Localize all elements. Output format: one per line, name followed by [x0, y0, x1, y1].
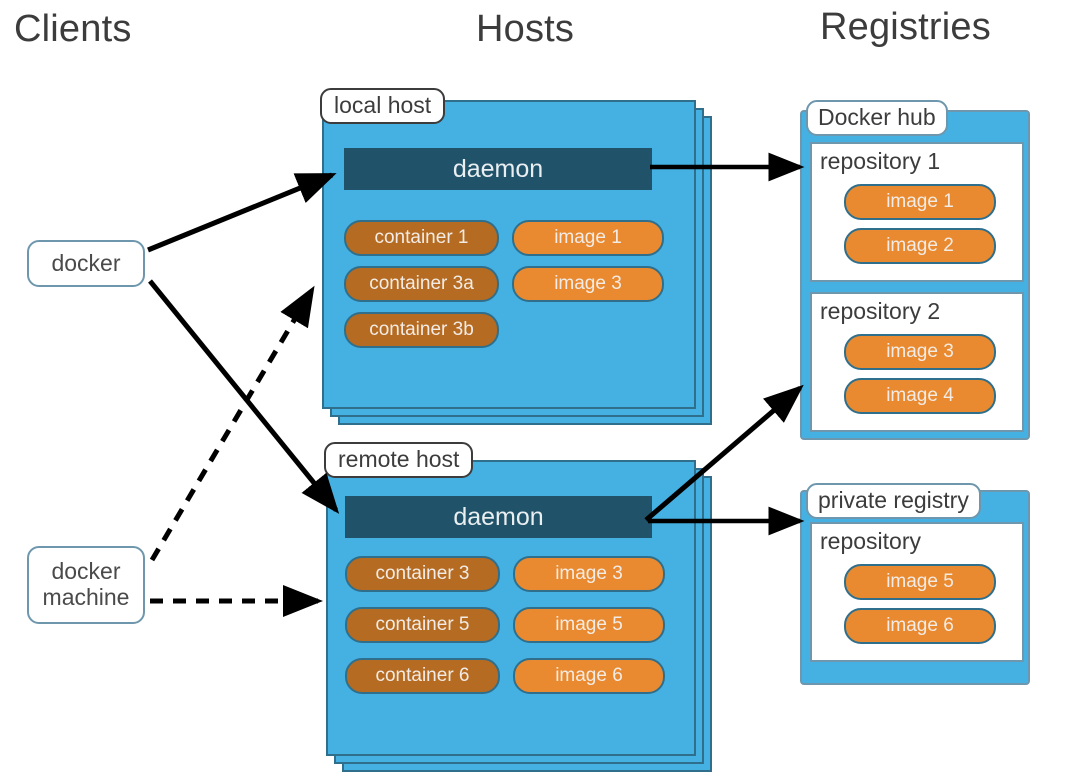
daemon-bar-local[interactable]: daemon	[344, 148, 652, 190]
image-pill[interactable]: image 4	[844, 378, 996, 414]
registry-label-private: private registry	[806, 483, 981, 520]
repository-box[interactable]: repository 2 image 3 image 4	[810, 292, 1024, 432]
image-pill[interactable]: image 6	[513, 658, 665, 694]
image-pill[interactable]: image 6	[844, 608, 996, 644]
container-pill[interactable]: container 6	[345, 658, 500, 694]
client-node-docker-machine[interactable]: docker machine	[27, 546, 145, 624]
image-pill[interactable]: image 1	[512, 220, 664, 256]
repository-title: repository 2	[820, 298, 941, 324]
client-node-docker[interactable]: docker	[27, 240, 145, 287]
container-pill[interactable]: container 1	[344, 220, 499, 256]
container-pill[interactable]: container 3b	[344, 312, 499, 348]
registry-label-docker-hub: Docker hub	[806, 100, 948, 137]
container-pill[interactable]: container 3	[345, 556, 500, 592]
daemon-bar-remote[interactable]: daemon	[345, 496, 652, 538]
arrow-docker-to-remote-daemon	[148, 279, 340, 514]
image-pill[interactable]: image 3	[513, 556, 665, 592]
host-label-local: local host	[320, 88, 446, 125]
repository-title: repository 1	[820, 148, 941, 174]
host-stack-local: daemon container 1 container 3a containe…	[320, 88, 712, 425]
host-stack-remote: daemon container 3 container 5 container…	[324, 442, 721, 772]
container-pill[interactable]: container 3a	[344, 266, 499, 302]
image-pill[interactable]: image 3	[844, 334, 996, 370]
container-pill[interactable]: container 5	[345, 607, 500, 643]
column-header-hosts: Hosts	[476, 8, 575, 50]
repository-box[interactable]: repository 1 image 1 image 2	[810, 142, 1024, 282]
host-label-remote: remote host	[324, 442, 474, 479]
arrow-docker-to-local-daemon	[147, 172, 337, 253]
column-header-registries: Registries	[820, 6, 991, 48]
image-pill[interactable]: image 5	[844, 564, 996, 600]
image-pill[interactable]: image 5	[513, 607, 665, 643]
registry-card-docker-hub[interactable]: repository 1 image 1 image 2 repository …	[800, 110, 1030, 440]
repository-title: repository	[820, 528, 921, 554]
image-pill[interactable]: image 1	[844, 184, 996, 220]
arrow-dockermachine-to-local-host	[149, 285, 315, 562]
registry-card-private[interactable]: repository image 5 image 6	[800, 490, 1030, 685]
host-card-remote[interactable]: daemon container 3 container 5 container…	[326, 460, 696, 756]
column-header-clients: Clients	[14, 8, 132, 50]
repository-box[interactable]: repository image 5 image 6	[810, 522, 1024, 662]
host-card-local[interactable]: daemon container 1 container 3a containe…	[322, 100, 696, 409]
image-pill[interactable]: image 3	[512, 266, 664, 302]
image-pill[interactable]: image 2	[844, 228, 996, 264]
